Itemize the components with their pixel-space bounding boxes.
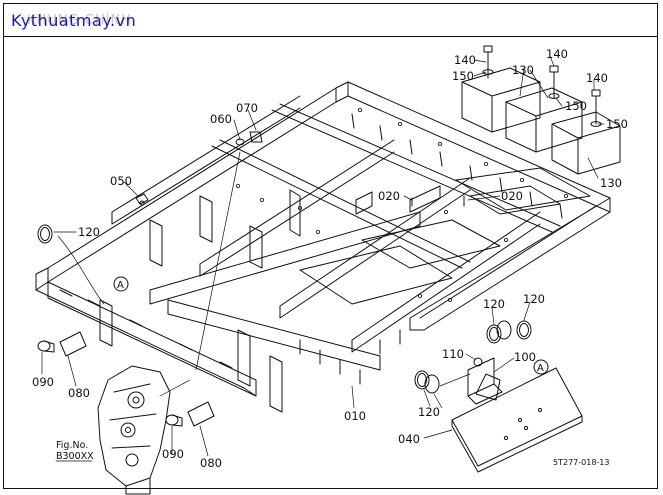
part-label-060: 060 [210, 112, 232, 126]
part-label-070: 070 [236, 101, 258, 115]
part-label-130: 130 [512, 63, 534, 77]
hose-clamps-120 [37, 224, 532, 394]
part-label-110: 110 [442, 347, 464, 361]
part-label-120: 120 [78, 225, 100, 239]
part-label-120: 120 [523, 292, 545, 306]
cover-plate-040 [451, 367, 583, 473]
part-label-120: 120 [483, 297, 505, 311]
title-bar: KHUNG CHÍNH Kythuatmay.vn [3, 3, 658, 37]
page-title: Kythuatmay.vn [11, 11, 137, 30]
part-label-020: 020 [501, 189, 523, 203]
part-label-040: 040 [398, 432, 420, 446]
part-number-labels: 140 150 130 140 150 140 150 130 070 060 … [32, 47, 628, 470]
part-label-050: 050 [110, 174, 132, 188]
part-label-080: 080 [68, 386, 90, 400]
part-label-080: 080 [200, 456, 222, 470]
part-label-100: 100 [514, 350, 536, 364]
svg-text:A: A [117, 280, 124, 291]
part-label-150: 150 [565, 99, 587, 113]
bracket-100 [467, 357, 503, 405]
part-label-150: 150 [452, 69, 474, 83]
main-frame [35, 81, 611, 413]
small-fasteners [135, 131, 465, 207]
part-label-090: 090 [32, 375, 54, 389]
part-label-020: 020 [378, 189, 400, 203]
part-label-010: 010 [344, 409, 366, 423]
part-label-120: 120 [418, 405, 440, 419]
part-label-140: 140 [454, 53, 476, 67]
drawing-code: 5T277-018-13 [553, 458, 609, 467]
reference-marker-a-frame: A [113, 276, 129, 292]
mount-brackets-080 [37, 331, 215, 427]
leader-lines [41, 55, 605, 457]
watermark-text: KHUNG CHÍNH [27, 13, 132, 28]
figure-reference: Fig.No. B300XX [55, 440, 94, 462]
part-label-130: 130 [600, 176, 622, 190]
part-label-140: 140 [586, 71, 608, 85]
svg-text:A: A [537, 363, 544, 374]
part-label-150: 150 [606, 117, 628, 131]
counterweight-blocks [461, 67, 621, 175]
figure-ref-value: B300XX [56, 451, 94, 462]
part-label-140: 140 [546, 47, 568, 61]
reference-marker-a-plate: A [533, 359, 549, 375]
transmission-case [97, 365, 171, 495]
part-label-090: 090 [162, 447, 184, 461]
figure-ref-label: Fig.No. [56, 440, 88, 451]
drawing-frame [3, 3, 658, 489]
